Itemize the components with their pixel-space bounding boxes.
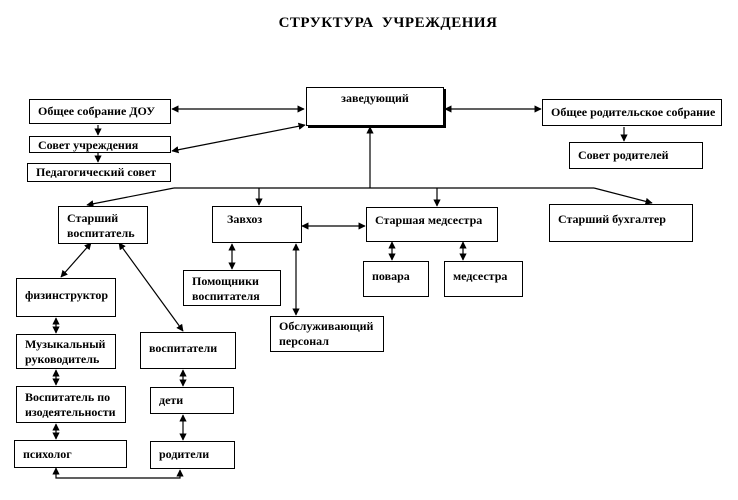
- node-parents-council: Совет родителей: [569, 142, 703, 169]
- node-children: дети: [150, 387, 234, 414]
- connector-bus-senior-educator: [86, 187, 175, 208]
- node-senior-educator: Старший воспитатель: [58, 206, 148, 244]
- connector-educator-educators: [118, 242, 184, 332]
- node-parents-meeting: Общее родительское собрание: [542, 99, 722, 126]
- node-educators: воспитатели: [140, 332, 236, 369]
- node-music-director: Музыкальный руководитель: [16, 334, 116, 369]
- node-pedagogical-council: Педагогический совет: [27, 163, 171, 182]
- node-senior-nurse: Старшая медсестра: [366, 207, 498, 242]
- node-head: заведующий: [306, 87, 444, 126]
- node-assistant-educators: Помощники воспитателя: [183, 270, 281, 306]
- node-parents: родители: [150, 441, 235, 469]
- connector-bus-accountant: [593, 187, 653, 205]
- diagram-title: СТРУКТУРА УЧРЕЖДЕНИЯ: [278, 15, 498, 31]
- connector-educator-pe: [60, 242, 92, 278]
- node-psychologist: психолог: [14, 440, 127, 468]
- node-cooks: повара: [363, 261, 429, 297]
- node-art-teacher: Воспитатель по изодеятельности: [16, 386, 126, 423]
- node-general-meeting: Общее собрание ДОУ: [29, 99, 171, 124]
- node-institution-council: Совет учреждения: [29, 136, 171, 153]
- node-senior-accountant: Старший бухгалтер: [549, 204, 693, 242]
- node-nurse: медсестра: [444, 261, 523, 297]
- node-caretaker: Завхоз: [212, 206, 302, 243]
- connector-council-head: [171, 122, 306, 154]
- node-service-staff: Обслуживающий персонал: [270, 316, 384, 352]
- connector-psychologist-parents: [52, 467, 184, 479]
- node-pe-instructor: физинструктор: [16, 278, 116, 317]
